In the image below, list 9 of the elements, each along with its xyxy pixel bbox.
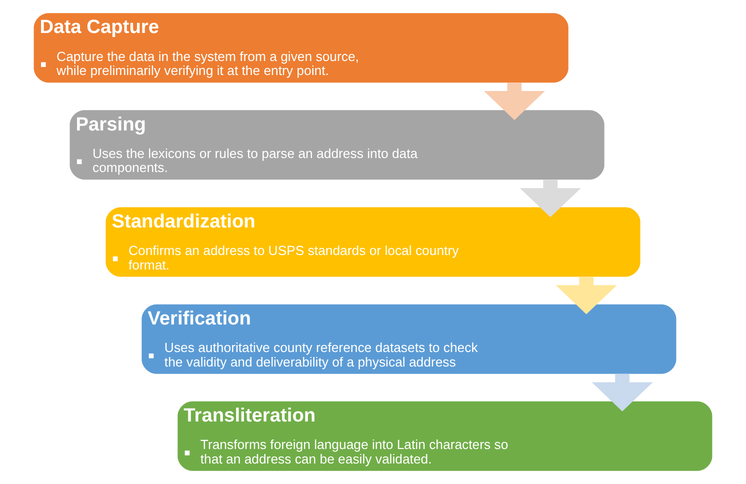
arrow xyxy=(484,82,545,120)
node-box: Parsing Uses the lexicons or rules to parse an address into data components. xyxy=(70,110,604,180)
arrow xyxy=(520,180,581,218)
arrow xyxy=(556,276,617,314)
node-box: Data Capture Capture the data in the system from a given source, while preliminarily verifying it at the entry point. xyxy=(34,13,568,83)
node-box: Transliteration Transforms foreign language into Latin characters so that an address can be easily validated. xyxy=(178,401,712,471)
node-box: Standardization Confirms an address to USPS standards or local country format. xyxy=(106,207,640,277)
node-box: Verification Uses authoritative county reference datasets to check the validity and deliverability of a physical address xyxy=(142,304,676,374)
arrow xyxy=(592,374,653,412)
